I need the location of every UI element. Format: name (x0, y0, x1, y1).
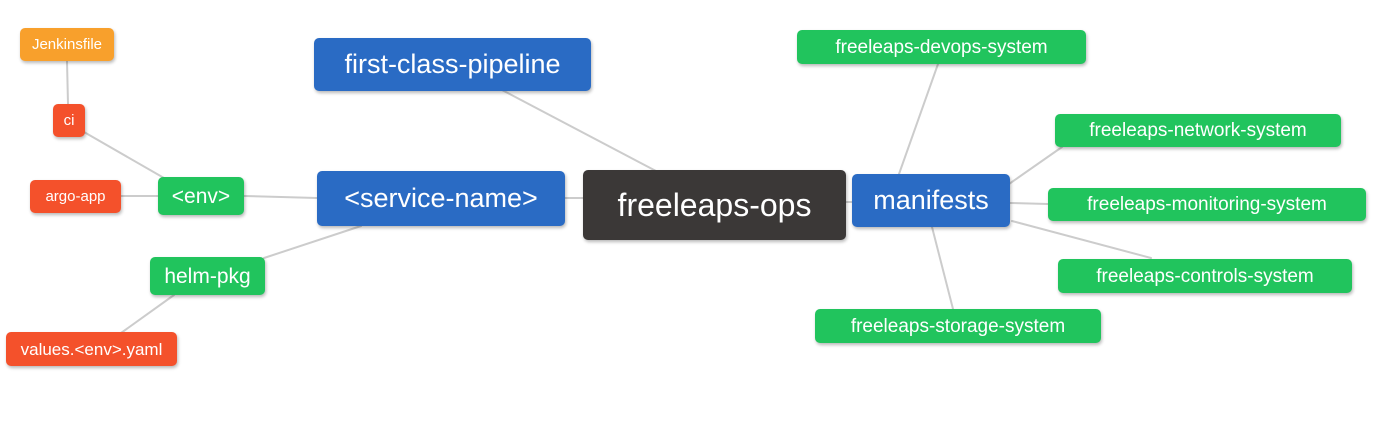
node-service-name[interactable]: <service-name> (317, 171, 565, 226)
node-label: freeleaps-network-system (1089, 120, 1307, 141)
node-label: freeleaps-controls-system (1096, 265, 1314, 287)
node-label: freeleaps-monitoring-system (1087, 194, 1327, 215)
node-first-class-pipeline[interactable]: first-class-pipeline (314, 38, 591, 91)
node-manifests[interactable]: manifests (852, 174, 1010, 227)
node-jenkinsfile[interactable]: Jenkinsfile (20, 28, 114, 61)
node-label: Jenkinsfile (31, 36, 103, 53)
node-label: freeleaps-ops (617, 187, 812, 223)
node-label: argo-app (45, 188, 106, 205)
edge-manifests-freeleaps-devops-system (898, 63, 939, 175)
node-freeleaps-monitoring-system[interactable]: freeleaps-monitoring-system (1048, 188, 1366, 221)
node-label: manifests (873, 185, 989, 215)
node-argo-app[interactable]: argo-app (30, 180, 121, 213)
edge-helm-pkg-service-name (263, 225, 362, 259)
node-env[interactable]: <env> (158, 177, 244, 215)
node-label: <env> (171, 184, 231, 208)
node-label: <service-name> (344, 183, 538, 213)
edge-helm-pkg-values-env-yaml (120, 294, 175, 334)
edge-ci-env (83, 131, 165, 179)
node-label: values.<env>.yaml (20, 339, 163, 359)
edge-jenkinsfile-ci (66, 60, 69, 105)
node-label: ci (63, 112, 75, 129)
edge-manifests-freeleaps-storage-system (931, 226, 954, 310)
edge-manifests-freeleaps-controls-system (1011, 220, 1152, 259)
node-values-env-yaml[interactable]: values.<env>.yaml (6, 332, 177, 366)
node-label: helm-pkg (164, 264, 251, 288)
edge-manifests-freeleaps-network-system (1008, 146, 1063, 185)
node-ci[interactable]: ci (53, 104, 85, 137)
node-freeleaps-storage-system[interactable]: freeleaps-storage-system (815, 309, 1101, 343)
edge-first-class-pipeline-freeleaps-ops (501, 89, 657, 172)
node-freeleaps-network-system[interactable]: freeleaps-network-system (1055, 114, 1341, 147)
edge-manifests-freeleaps-monitoring-system (1009, 202, 1049, 205)
node-label: first-class-pipeline (344, 49, 561, 79)
node-label: freeleaps-devops-system (835, 36, 1048, 58)
node-label: freeleaps-storage-system (850, 315, 1066, 337)
node-helm-pkg[interactable]: helm-pkg (150, 257, 265, 295)
node-freeleaps-devops-system[interactable]: freeleaps-devops-system (797, 30, 1086, 64)
node-freeleaps-ops[interactable]: freeleaps-ops (583, 170, 846, 240)
edge-env-service-name (243, 195, 318, 199)
node-freeleaps-controls-system[interactable]: freeleaps-controls-system (1058, 259, 1352, 293)
